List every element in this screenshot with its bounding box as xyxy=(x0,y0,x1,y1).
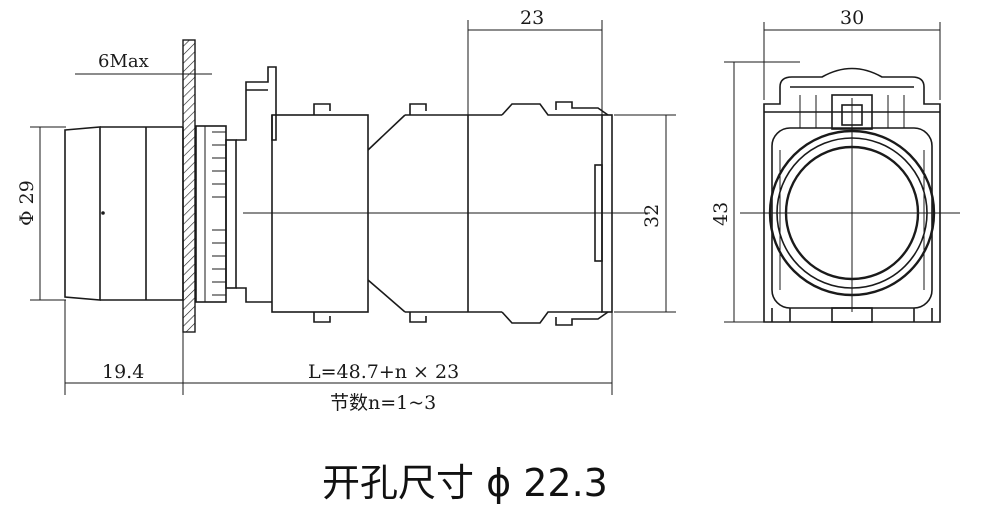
lock-nut xyxy=(195,125,237,303)
dim-side-height: 43 xyxy=(710,61,800,323)
front-bezel xyxy=(64,126,184,301)
dim-panel-thickness-label: 6Max xyxy=(98,51,149,72)
dim-body-height-label: 32 xyxy=(641,204,663,228)
mounting-panel xyxy=(182,39,196,333)
module-count-note: 节数n=1~3 xyxy=(330,392,436,414)
dim-body-length: L=48.7+n × 23 xyxy=(183,312,613,395)
dim-side-width: 30 xyxy=(763,7,941,100)
side-view: 6Max Φ 29 19.4 L=48.7+n × 23 节数n=1~3 xyxy=(16,7,676,414)
front-housing xyxy=(763,67,941,323)
dim-front-length: 19.4 xyxy=(64,300,184,395)
mounting-clip xyxy=(236,66,277,303)
dim-side-width-label: 30 xyxy=(840,7,864,29)
dim-body-length-label: L=48.7+n × 23 xyxy=(308,361,459,383)
dim-module-width: 23 xyxy=(467,7,603,115)
dim-diameter: Φ 29 xyxy=(16,126,66,301)
front-view: 30 43 xyxy=(710,7,960,323)
dim-diameter-label: Φ 29 xyxy=(16,180,38,226)
cutout-size-title: 开孔尺寸 ϕ 22.3 xyxy=(322,461,608,505)
dim-panel-thickness: 6Max xyxy=(75,51,212,84)
dim-side-height-label: 43 xyxy=(710,202,732,226)
dim-module-width-label: 23 xyxy=(520,7,544,29)
dim-body-height: 32 xyxy=(614,114,676,313)
dim-front-length-label: 19.4 xyxy=(102,361,144,383)
